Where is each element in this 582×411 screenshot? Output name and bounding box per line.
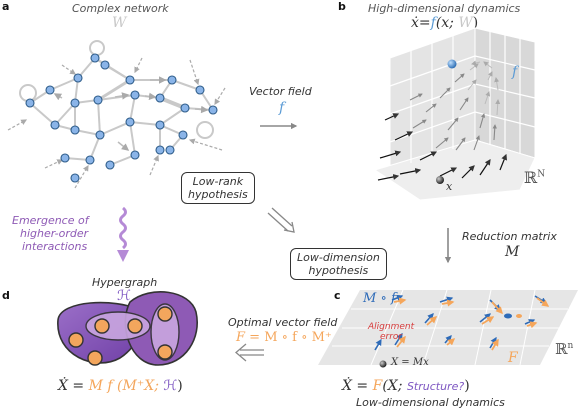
emergence-line2: higher-order: [20, 227, 89, 240]
panel-letter-b: b: [338, 0, 346, 13]
hypergraph-equation: Ẋ = M f (M⁺X; ℋ): [58, 378, 183, 394]
hypergraph: [57, 291, 198, 366]
X-eq-Mx-label: X = Mx: [391, 357, 429, 368]
space-Rn-sup: n: [567, 341, 574, 351]
alignment-error-label: Alignment error: [368, 322, 414, 342]
low-dim-caption: Low-dimensional dynamics: [356, 396, 505, 409]
optimal-equation: F = M ∘ f ∘ M⁺: [236, 330, 332, 345]
opt-rest: = M ∘ f ∘ M⁺: [245, 330, 332, 345]
eq-equals: =: [418, 15, 431, 31]
plane-blue-dot: [504, 313, 512, 319]
vector-field-label: Vector field: [249, 85, 312, 98]
eq-f: f: [430, 15, 436, 31]
c-eq-structure: Structure?: [406, 380, 465, 393]
reduction-matrix-label: Reduction matrix: [462, 230, 557, 243]
alignment-line2: error: [379, 332, 403, 342]
implies-arrow-diagonal: [267, 207, 295, 233]
low-rank-hypothesis-box: Low-rank hypothesis: [181, 172, 255, 204]
F-arrows-orange: [393, 297, 550, 351]
eq-open: (x;: [435, 15, 459, 31]
state-space-arrows-gray: [409, 73, 497, 151]
state-space-box: [373, 27, 536, 201]
F-label: F: [508, 350, 518, 366]
d-eq-f: f: [102, 378, 118, 394]
hypergraph-title: Hypergraph: [92, 276, 158, 289]
low-dim-line2: hypothesis: [308, 264, 369, 277]
eq-close: ): [472, 15, 479, 31]
low-rank-line2: hypothesis: [188, 188, 248, 201]
d-eq-lhs: Ẋ =: [58, 378, 89, 394]
state-x-label: x: [446, 180, 453, 193]
d-eq-arg: (M⁺X;: [117, 378, 164, 394]
low-dimension-hypothesis-box: Low-dimension hypothesis: [290, 248, 387, 280]
panel-letter-a: a: [2, 0, 10, 13]
d-eq-close: ): [177, 378, 183, 394]
hypergraph-symbol: ℋ: [117, 288, 131, 304]
emergence-line3: interactions: [22, 240, 88, 253]
complex-network-title: Complex network: [72, 2, 169, 15]
emergence-squiggle: [117, 206, 129, 262]
network-stub-arrows: [7, 57, 226, 189]
state-space-arrows-dark: [377, 113, 508, 181]
state-space-arrows-light: [467, 60, 501, 116]
high-dim-title: High-dimensional dynamics: [368, 2, 521, 15]
optimal-double-arrow: [234, 343, 264, 362]
eq-xdot: ẋ: [411, 15, 419, 31]
panel-letter-c: c: [334, 289, 341, 302]
low-dim-line1: Low-dimension: [297, 251, 380, 264]
optimal-vector-field-label: Optimal vector field: [228, 316, 338, 329]
vector-field-symbol: f: [279, 100, 285, 116]
d-eq-H: ℋ: [163, 378, 178, 394]
d-eq-M: M: [88, 378, 103, 394]
reduction-matrix-symbol: M: [505, 244, 520, 260]
flow-f-label: f: [512, 64, 518, 80]
space-RN-symbol: ℝ: [524, 168, 538, 187]
c-eq-lhs: Ẋ =: [342, 378, 373, 394]
low-dim-equation: Ẋ = F(X; Structure?): [342, 378, 470, 394]
space-Rn: ℝn: [555, 340, 573, 358]
network-symbol-w: W: [112, 15, 127, 31]
c-eq-close: ): [464, 378, 470, 394]
mf-label: M ∘ f: [363, 291, 396, 306]
panel-letter-d: d: [2, 289, 10, 302]
network-nodes: [25, 53, 218, 183]
space-RN-sup: N: [537, 169, 546, 180]
plane-orange-dot: [516, 314, 522, 318]
attractor-point: [447, 59, 457, 69]
emergence-line1: Emergence of: [12, 214, 89, 227]
reduced-state-point: [379, 360, 387, 368]
alignment-line1: Alignment: [368, 322, 415, 332]
space-RN: ℝN: [524, 168, 545, 187]
emergence-text: Emergence of higher-order interactions: [12, 214, 89, 253]
eq-w: W: [458, 15, 473, 31]
box-grid: [389, 31, 536, 163]
low-rank-line1: Low-rank: [192, 175, 244, 188]
space-Rn-symbol: ℝ: [555, 340, 568, 358]
c-eq-F: F: [372, 378, 383, 394]
c-eq-open: (X;: [382, 378, 407, 394]
high-dim-equation: ẋ=f(x; W): [411, 15, 478, 31]
low-dim-plane-grid: [332, 289, 568, 366]
opt-F: F: [236, 330, 246, 345]
network-edge-arrows: [53, 76, 209, 151]
state-point-x: [436, 176, 444, 184]
